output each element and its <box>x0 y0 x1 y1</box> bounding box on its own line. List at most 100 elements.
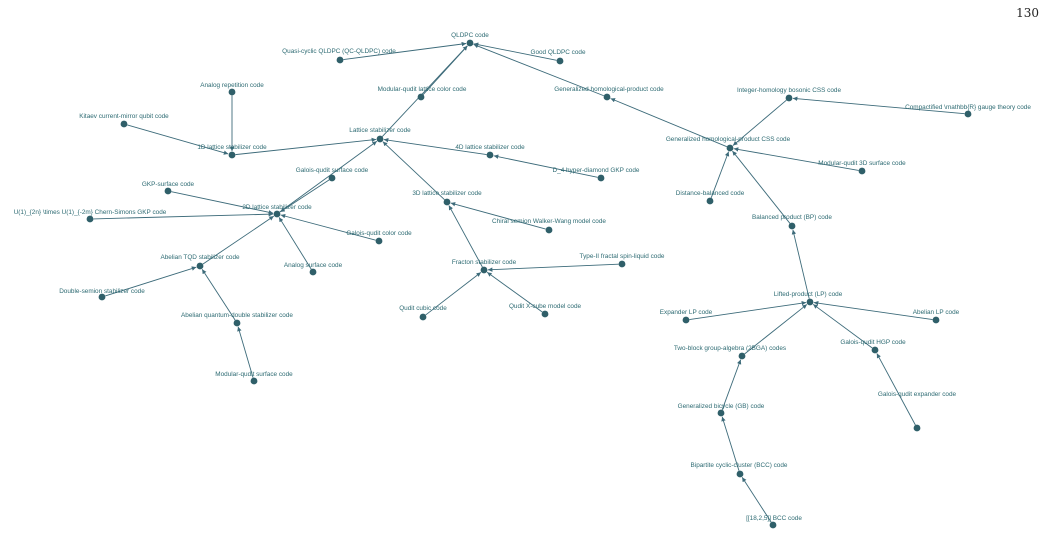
node-modqudit3d[interactable]: Modular-qudit 3D surface code <box>818 160 906 175</box>
node-kitaev[interactable]: Kitaev current-mirror qubit code <box>79 113 169 128</box>
node-dot-dsemion[interactable] <box>98 293 106 301</box>
node-analogrep[interactable]: Analog repetition code <box>200 82 264 96</box>
node-genhp[interactable]: Generalized homological-product code <box>554 86 664 101</box>
node-label-distbal: Distance-balanced code <box>676 190 745 197</box>
node-goodqldpc[interactable]: Good QLDPC code <box>530 49 586 65</box>
node-modcolor[interactable]: Modular-qudit lattice color code <box>378 86 467 101</box>
node-dot-chiral[interactable] <box>545 226 553 234</box>
node-fourd[interactable]: 4D lattice stabilizer code <box>455 144 525 159</box>
node-dot-oned[interactable] <box>228 151 236 159</box>
node-dot-quditcubic[interactable] <box>419 313 427 321</box>
edge-bcc1825-to-bcc <box>741 477 772 523</box>
node-dot-xcube[interactable] <box>541 310 549 318</box>
node-dot-bcc1825[interactable] <box>769 521 777 529</box>
node-dot-distbal[interactable] <box>706 197 714 205</box>
node-dot-analogsurf[interactable] <box>309 268 317 276</box>
edge-galcolor-to-twod <box>280 213 376 241</box>
edge-fourd-to-lattice <box>383 137 487 155</box>
node-dot-genhpcss[interactable] <box>726 144 734 152</box>
edge-galsurf-to-twod <box>280 179 330 213</box>
node-compact[interactable]: Compactified \mathbb{R} gauge theory cod… <box>905 104 1031 118</box>
node-dot-twob[interactable] <box>738 352 746 360</box>
node-modsurf[interactable]: Modular-qudit surface code <box>215 371 293 385</box>
node-dot-abqd[interactable] <box>233 319 241 327</box>
node-type2[interactable]: Type-II fractal spin-liquid code <box>580 253 665 268</box>
node-label-type2: Type-II fractal spin-liquid code <box>580 253 665 260</box>
node-label-goodqldpc: Good QLDPC code <box>530 49 586 56</box>
node-dot-bcc[interactable] <box>736 470 744 478</box>
node-dot-d4[interactable] <box>597 174 605 182</box>
node-twob[interactable]: Two-block group-algebra (2BGA) codes <box>674 345 786 360</box>
node-inthom[interactable]: Integer-homology bosonic CSS code <box>737 87 842 102</box>
node-label-kitaev: Kitaev current-mirror qubit code <box>79 113 169 120</box>
node-dot-type2[interactable] <box>618 260 626 268</box>
node-dot-gkpsurf[interactable] <box>164 187 172 195</box>
node-abtqd[interactable]: Abelian TQD stabilizer code <box>160 254 240 270</box>
node-genbic[interactable]: Generalized bicycle (GB) code <box>678 403 765 417</box>
node-dot-qcqldpc[interactable] <box>336 56 344 64</box>
node-dot-fracton[interactable] <box>480 266 488 274</box>
node-distbal[interactable]: Distance-balanced code <box>676 190 745 205</box>
node-chiral[interactable]: Chiral semion Walker-Wang model code <box>492 218 606 234</box>
node-label-bcc1825: [[18,2,5]] BCC code <box>746 515 802 522</box>
node-lattice[interactable]: Lattice stabilizer code <box>349 127 411 143</box>
node-dot-galexp[interactable] <box>913 424 921 432</box>
node-dot-goodqldpc[interactable] <box>556 57 564 65</box>
node-dot-galhgp[interactable] <box>871 346 879 354</box>
node-dot-genhp[interactable] <box>603 93 611 101</box>
node-label-analogsurf: Analog surface code <box>284 262 343 269</box>
node-galhgp[interactable]: Galois-qudit HGP code <box>840 339 906 354</box>
node-abelp[interactable]: Abelian LP code <box>913 309 960 324</box>
node-dot-bp[interactable] <box>788 222 796 230</box>
node-dot-kitaev[interactable] <box>120 120 128 128</box>
node-oned[interactable]: 1D lattice stabilizer code <box>197 144 267 159</box>
node-dot-lp[interactable] <box>806 298 814 306</box>
node-dot-fourd[interactable] <box>486 151 494 159</box>
node-quditcubic[interactable]: Qudit cubic code <box>399 305 447 321</box>
node-dot-genbic[interactable] <box>717 409 725 417</box>
node-dot-compact[interactable] <box>964 110 972 118</box>
node-dot-analogrep[interactable] <box>228 88 236 96</box>
node-dsemion[interactable]: Double-semion stabilizer code <box>59 288 145 301</box>
node-bcc[interactable]: Bipartite cyclic-cluster (BCC) code <box>691 462 788 478</box>
node-label-modsurf: Modular-qudit surface code <box>215 371 293 378</box>
node-dot-twod[interactable] <box>273 210 281 218</box>
node-dot-galsurf[interactable] <box>328 174 336 182</box>
node-lp[interactable]: Lifted-product (LP) code <box>774 291 843 306</box>
node-explp[interactable]: Expander LP code <box>660 309 713 324</box>
node-dot-abelp[interactable] <box>932 316 940 324</box>
node-dot-u1[interactable] <box>86 215 94 223</box>
node-qcqldpc[interactable]: Quasi-cyclic QLDPC (QC-QLDPC) code <box>282 48 396 64</box>
node-dot-abtqd[interactable] <box>196 262 204 270</box>
node-d4[interactable]: D_4 hyper-diamond GKP code <box>553 167 640 182</box>
node-label-qcqldpc: Quasi-cyclic QLDPC (QC-QLDPC) code <box>282 48 396 55</box>
node-abqd[interactable]: Abelian quantum-double stabilizer code <box>181 312 293 327</box>
node-dot-modsurf[interactable] <box>250 377 258 385</box>
node-twod[interactable]: 2D lattice stabilizer code <box>242 204 312 218</box>
node-dot-modcolor[interactable] <box>417 93 425 101</box>
edge-compact-to-inthom <box>792 96 965 115</box>
node-threed[interactable]: 3D lattice stabilizer code <box>412 190 482 206</box>
node-dot-qldpc[interactable] <box>466 39 474 47</box>
node-u1[interactable]: U(1)_{2n} \times U(1)_{-2m} Chern-Simons… <box>14 209 167 223</box>
node-bcc1825[interactable]: [[18,2,5]] BCC code <box>746 515 802 529</box>
node-dot-threed[interactable] <box>443 198 451 206</box>
node-bp[interactable]: Balanced product (BP) code <box>752 214 832 230</box>
node-galexp[interactable]: Galois-qudit expander code <box>878 391 957 432</box>
node-gkpsurf[interactable]: GKP-surface code <box>142 181 195 195</box>
node-galsurf[interactable]: Galois-qudit surface code <box>296 167 369 182</box>
node-analogsurf[interactable]: Analog surface code <box>284 262 343 276</box>
node-fracton[interactable]: Fracton stabilizer code <box>452 259 517 274</box>
node-dot-modqudit3d[interactable] <box>858 167 866 175</box>
node-genhpcss[interactable]: Generalized homological-product CSS code <box>666 136 791 152</box>
edge-genhp-to-qldpc <box>473 43 605 97</box>
node-qldpc[interactable]: QLDPC code <box>451 32 489 47</box>
node-dot-galcolor[interactable] <box>375 237 383 245</box>
node-xcube[interactable]: Qudit X-cube model code <box>509 303 582 318</box>
node-dot-inthom[interactable] <box>785 94 793 102</box>
node-dot-lattice[interactable] <box>376 135 384 143</box>
edge-twob-to-lp <box>744 304 808 355</box>
node-dot-explp[interactable] <box>682 316 690 324</box>
node-galcolor[interactable]: Galois-qudit color code <box>346 230 412 245</box>
